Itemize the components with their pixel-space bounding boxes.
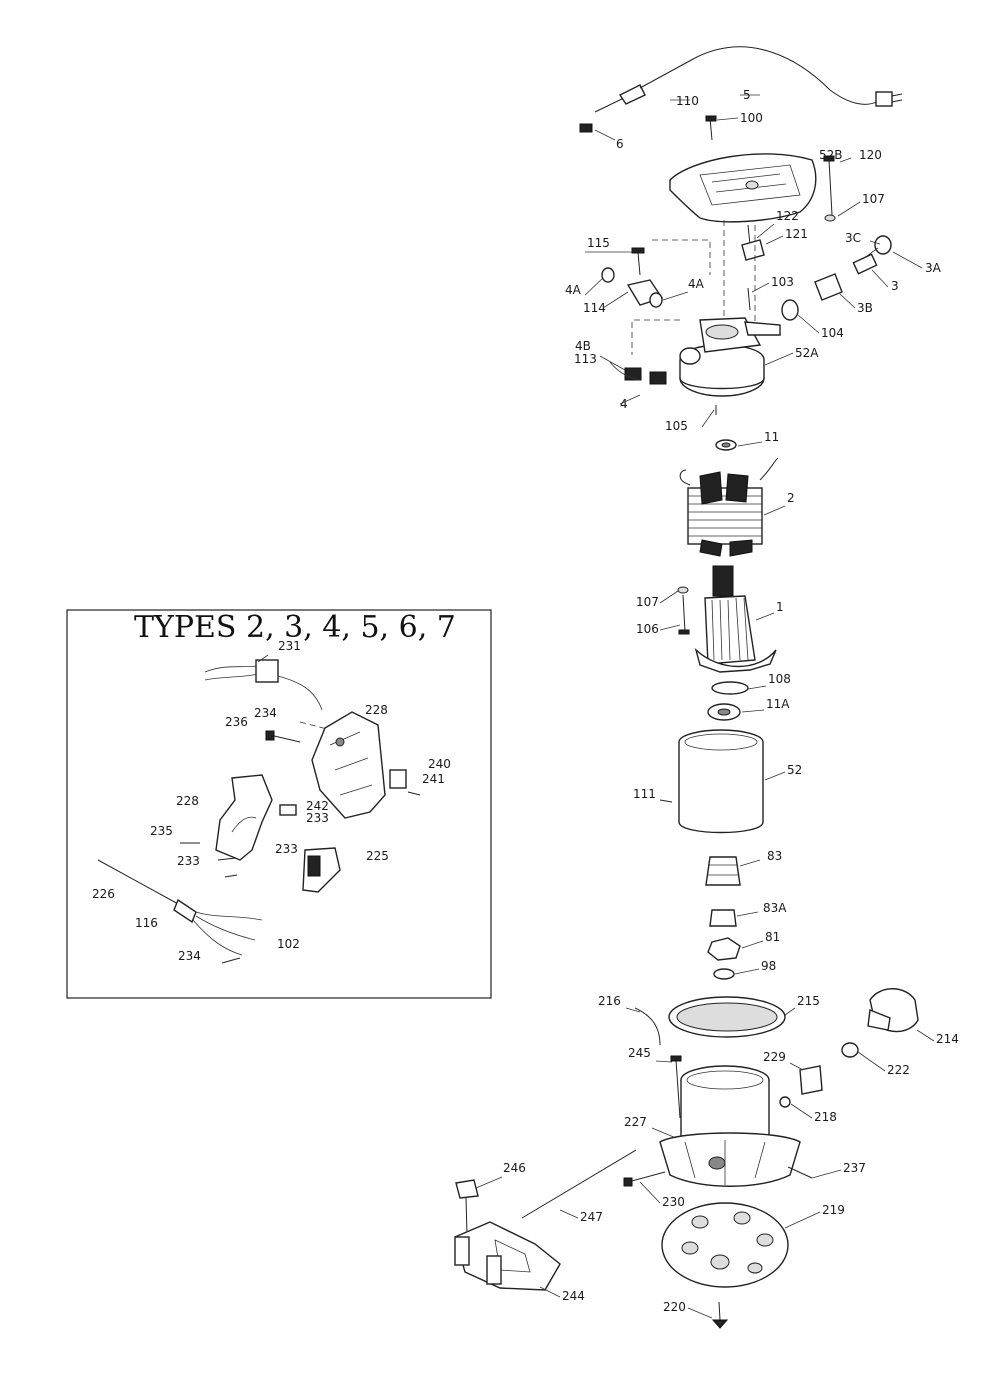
callout-116: 116 (135, 916, 158, 930)
callout-4a-left: 4A (565, 283, 582, 297)
callout-214: 214 (936, 1032, 959, 1046)
callout-111: 111 (633, 787, 656, 801)
callout-1: 1 (776, 600, 784, 614)
inset-types-panel: TYPES 2, 3, 4, 5, 6, 7 (66, 609, 492, 999)
callout-215: 215 (797, 994, 820, 1008)
callout-246: 246 (503, 1161, 526, 1175)
callout-235: 235 (150, 824, 173, 838)
callout-220: 220 (663, 1300, 686, 1314)
callout-115: 115 (587, 236, 610, 250)
callout-5: 5 (743, 88, 751, 102)
callout-107-top: 107 (862, 192, 885, 206)
speed-control-assembly (781, 235, 892, 321)
callout-245: 245 (628, 1046, 651, 1060)
callout-228-left: 228 (176, 794, 199, 808)
callout-226: 226 (92, 887, 115, 901)
callout-4a-right: 4A (688, 277, 705, 291)
callout-218: 218 (814, 1110, 837, 1124)
top-cap-52b (669, 115, 817, 223)
power-cord (579, 46, 903, 133)
callout-242: 242 (306, 799, 329, 813)
callout-234: 234 (254, 706, 277, 720)
callout-233-a: 233 (306, 811, 329, 825)
callout-103: 103 (771, 275, 794, 289)
inset-parts-drawing (97, 659, 421, 964)
inset-border (66, 609, 492, 999)
callout-98: 98 (761, 959, 776, 973)
callout-100: 100 (740, 111, 763, 125)
callout-106: 106 (636, 622, 659, 636)
callout-3a: 3A (925, 261, 942, 275)
callout-219: 219 (822, 1203, 845, 1217)
callout-4b: 4B (575, 339, 591, 353)
callout-240: 240 (428, 757, 451, 771)
callout-231: 231 (278, 639, 301, 653)
callout-104: 104 (821, 326, 844, 340)
callout-108: 108 (768, 672, 791, 686)
sub-base-219 (661, 1202, 789, 1288)
callout-11: 11 (764, 430, 779, 444)
motor-cylinder-52 (659, 729, 764, 834)
callout-244: 244 (562, 1289, 585, 1303)
callout-233-c: 233 (275, 842, 298, 856)
callout-105: 105 (665, 419, 688, 433)
callout-114: 114 (583, 301, 606, 315)
callout-4: 4 (620, 397, 628, 411)
callout-227: 227 (624, 1115, 647, 1129)
callout-52b: 52B (819, 148, 843, 162)
callout-102: 102 (277, 937, 300, 951)
callout-113: 113 (574, 352, 597, 366)
callout-233-b: 233 (177, 854, 200, 868)
router-base-227 (659, 1065, 801, 1187)
callout-83a: 83A (763, 901, 787, 915)
callout-3: 3 (891, 279, 899, 293)
inset-title: TYPES 2, 3, 4, 5, 6, 7 (134, 610, 456, 645)
callout-237: 237 (843, 1161, 866, 1175)
callout-3b: 3B (857, 301, 873, 315)
callout-2: 2 (787, 491, 795, 505)
field-coil-2 (679, 457, 779, 557)
callout-110: 110 (676, 94, 699, 108)
inset-callouts: 231 234 236 228 240 241 228 242 233 235 … (92, 639, 451, 963)
callout-225: 225 (366, 849, 389, 863)
callout-122: 122 (776, 209, 799, 223)
callout-83: 83 (767, 849, 782, 863)
callout-52: 52 (787, 763, 802, 777)
callout-230: 230 (662, 1195, 685, 1209)
armature-1 (694, 565, 777, 673)
motor-housing-52a (679, 317, 781, 397)
main-callouts: 110 5 100 6 52B 120 107 122 121 3C 3A 11… (475, 88, 959, 1319)
callout-6: 6 (616, 137, 624, 151)
callout-3c: 3C (845, 231, 861, 245)
callout-216: 216 (598, 994, 621, 1008)
callout-247: 247 (580, 1210, 603, 1224)
callout-236: 236 (225, 715, 248, 729)
callout-11a: 11A (766, 697, 790, 711)
callout-81: 81 (765, 930, 780, 944)
callout-52a: 52A (795, 346, 819, 360)
main-exploded-view (454, 46, 919, 1329)
callout-228-right: 228 (365, 703, 388, 717)
callout-121: 121 (785, 227, 808, 241)
callout-234-b: 234 (178, 949, 201, 963)
callout-241: 241 (422, 772, 445, 786)
callout-222: 222 (887, 1063, 910, 1077)
callout-107: 107 (636, 595, 659, 609)
callout-120: 120 (859, 148, 882, 162)
callout-229: 229 (763, 1050, 786, 1064)
